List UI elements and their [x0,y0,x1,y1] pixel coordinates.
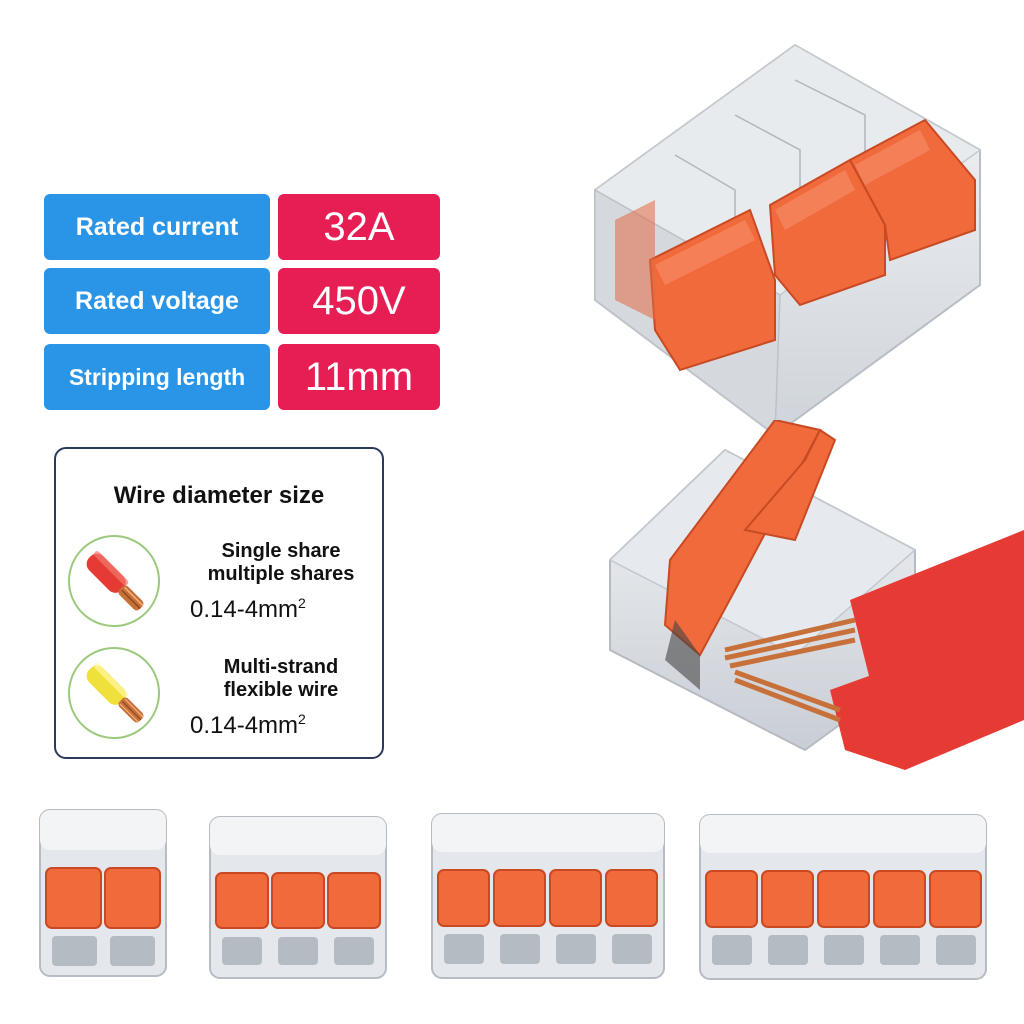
range-superscript: 2 [298,711,306,727]
wire-range-2: 0.14-4mm2 [190,711,306,740]
spec-row-voltage: Rated voltage 450V [44,268,440,334]
range-text: 0.14-4mm [190,596,299,623]
wire-card-title: Wire diameter size [113,482,325,509]
wire-type-line: flexible wire [223,679,339,701]
wire-type-line: Single share [221,540,341,562]
connector-2-way-with-wires-photo [608,420,1024,770]
connector-3-way-front [209,816,387,979]
spec-row-stripping: Stripping length 11mm [44,344,440,410]
spec-label: Rated voltage [44,268,270,334]
range-text: 0.14-4mm [190,712,299,739]
yellow-wire-icon [68,647,160,739]
wire-diameter-card: Wire diameter size Single share multiple… [54,447,384,759]
wire-type-line: Multi-strand [223,656,339,678]
connector-5-way-front [699,814,987,980]
spec-row-current: Rated current 32A [44,194,440,260]
spec-label: Rated current [44,194,270,260]
spec-value: 450V [278,268,440,334]
spec-value: 32A [278,194,440,260]
wire-type-line: multiple shares [207,563,355,585]
wire-range-1: 0.14-4mm2 [190,595,306,624]
wire-type-1: Single share multiple shares [186,540,376,586]
spec-label: Stripping length [44,344,270,410]
wire-type-2: Multi-strand flexible wire [186,656,376,702]
spec-value: 11mm [278,344,440,410]
connector-4-way-front [431,813,665,979]
connector-2-way-front [39,809,167,977]
red-wire-icon [68,535,160,627]
connector-3-way-photo [593,43,982,437]
range-superscript: 2 [298,595,306,611]
